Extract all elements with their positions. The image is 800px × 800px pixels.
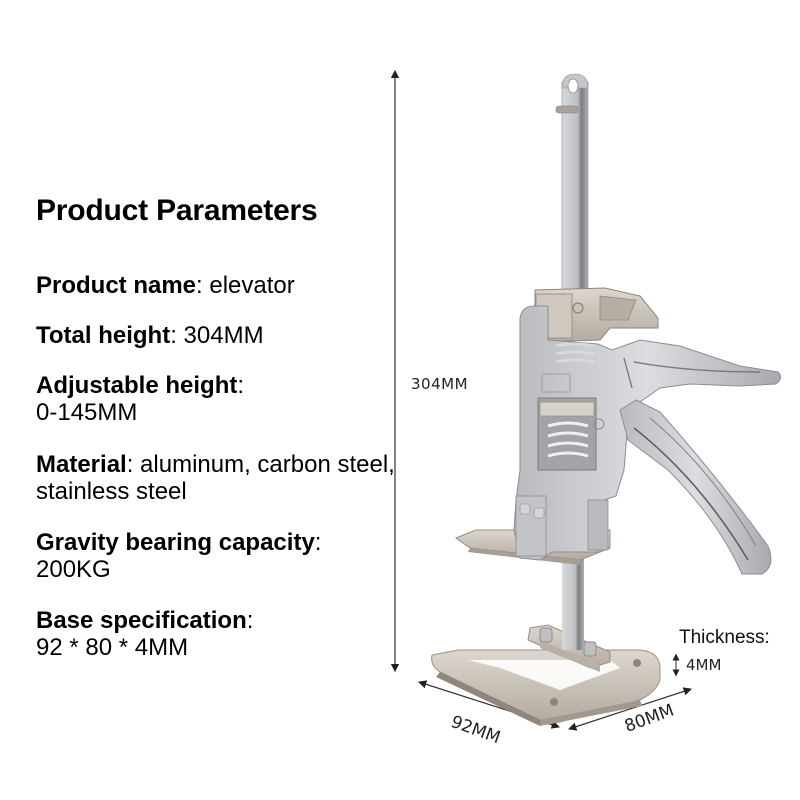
param-material: Material: aluminum, carbon steel, stainl…	[36, 451, 395, 505]
param-value: aluminum, carbon steel, stainless steel	[36, 451, 395, 505]
param-value: elevator	[209, 272, 295, 299]
param-label: Gravity bearing capacity	[36, 529, 315, 556]
page-title: Product Parameters	[36, 194, 318, 227]
param-label: Adjustable height	[36, 372, 238, 399]
param-label: Total height	[36, 322, 171, 349]
param-label: Material	[36, 451, 127, 478]
param-value: 304MM	[183, 322, 264, 349]
param-total-height: Total height: 304MM	[36, 322, 264, 349]
param-value: 200KG	[36, 556, 111, 583]
param-base-specification: Base specification: 92 * 80 * 4MM	[36, 607, 254, 661]
param-product-name: Product name: elevator	[36, 272, 295, 299]
param-value: 0-145MM	[36, 399, 138, 426]
param-label: Product name	[36, 272, 197, 299]
param-adjustable-height: Adjustable height: 0-145MM	[36, 372, 245, 426]
spring-icon	[547, 421, 589, 458]
width-dimension-line	[568, 687, 692, 731]
param-bearing-capacity: Gravity bearing capacity: 200KG	[36, 529, 322, 583]
thickness-value: 4MM	[686, 656, 722, 674]
thickness-label: Thickness:	[679, 627, 770, 648]
height-dimension-label: 304MM	[411, 375, 469, 393]
param-label: Base specification	[36, 607, 247, 634]
param-value: 92 * 80 * 4MM	[36, 634, 189, 661]
